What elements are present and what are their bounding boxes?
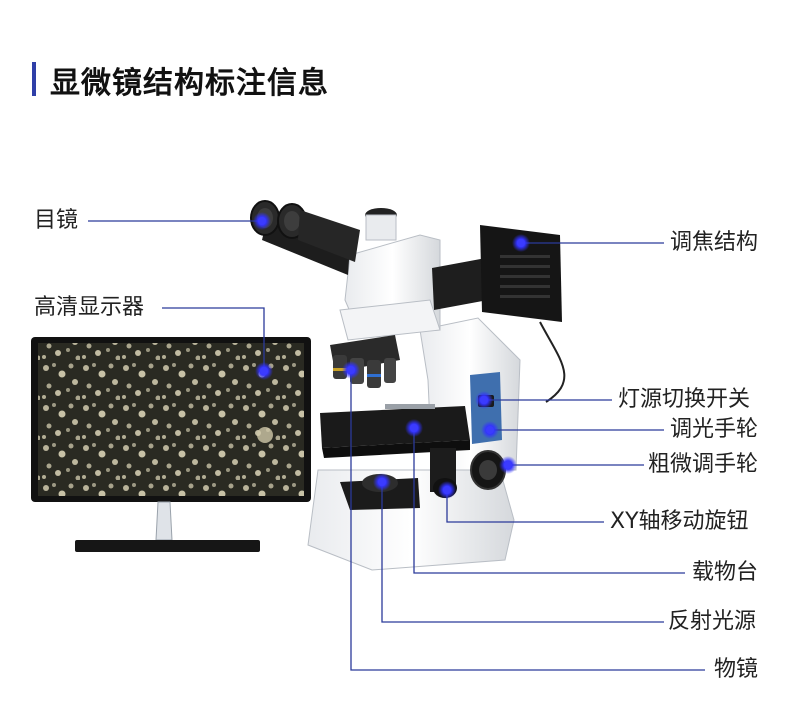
label-focus-structure: 调焦结构 (670, 230, 759, 255)
label-coarse-fine: 粗微调手轮 (648, 452, 759, 477)
label-objective: 物镜 (714, 657, 759, 682)
label-xy-knob: XY轴移动旋钮 (610, 509, 749, 534)
leader-lines (88, 220, 705, 671)
eyepieces (250, 200, 360, 275)
marker-dots (253, 212, 530, 499)
leader-objective (350, 370, 705, 671)
monitor-neck (155, 501, 173, 541)
monitor-base (75, 540, 260, 552)
power-cable (539, 321, 566, 403)
stage-top (320, 406, 470, 448)
label-stage: 载物台 (692, 560, 759, 585)
leader-hd-display (162, 307, 265, 371)
lamp-housing (432, 225, 566, 403)
page-title: 显微镜结构标注信息 (50, 66, 329, 101)
stage-assembly (320, 404, 506, 498)
label-light-switch: 灯源切换开关 (618, 387, 751, 412)
objective-turret (330, 335, 400, 388)
label-reflect-light: 反射光源 (668, 609, 757, 634)
leader-stage (413, 428, 685, 574)
label-eyepiece: 目镜 (34, 208, 79, 233)
leader-xy-knob (446, 490, 604, 523)
title-accent-bar (32, 62, 36, 96)
lamp-tube (432, 258, 488, 310)
label-hd-display: 高清显示器 (34, 295, 145, 320)
monitor (31, 337, 311, 552)
light-port-panel (340, 478, 420, 510)
label-light-wheel: 调光手轮 (670, 417, 759, 442)
leader-reflect-light (381, 482, 664, 623)
